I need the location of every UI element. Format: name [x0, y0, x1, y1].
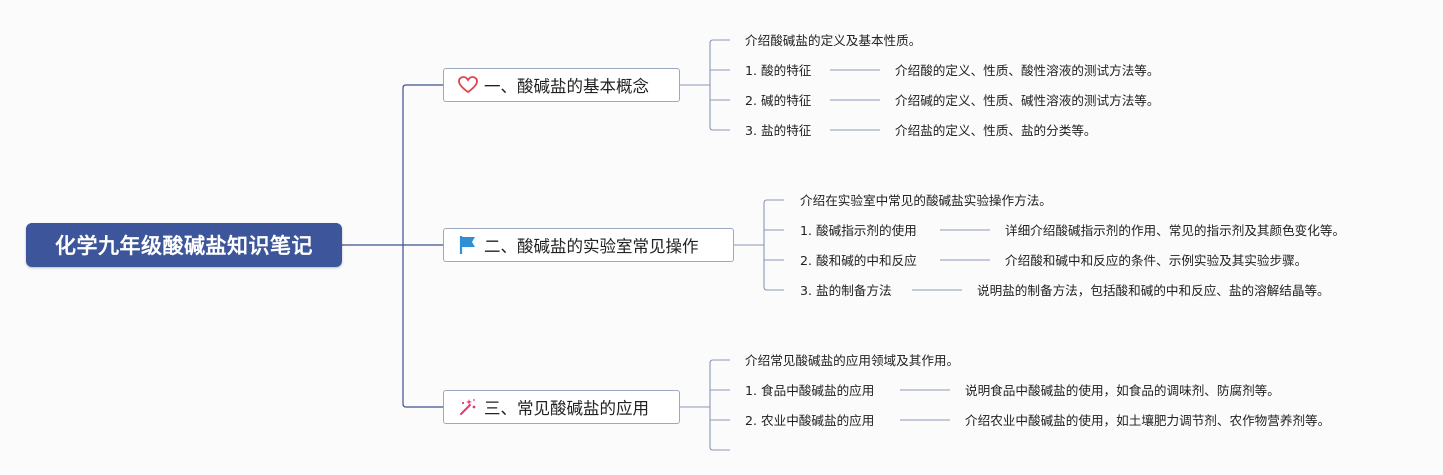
magic-wand-icon: [458, 397, 478, 417]
leaf-topic[interactable]: 1. 食品中酸碱盐的应用: [745, 383, 875, 398]
branch-lab-operations[interactable]: 二、酸碱盐的实验室常见操作: [443, 228, 734, 262]
leaf-description[interactable]: 说明食品中酸碱盐的使用，如食品的调味剂、防腐剂等。: [965, 383, 1280, 398]
root-title: 化学九年级酸碱盐知识笔记: [55, 234, 313, 258]
leaf-description[interactable]: 介绍碱的定义、性质、碱性溶液的测试方法等。: [895, 93, 1160, 108]
leaf-description[interactable]: 介绍酸的定义、性质、酸性溶液的测试方法等。: [895, 63, 1160, 78]
leaf-description[interactable]: 介绍酸和碱中和反应的条件、示例实验及其实验步骤。: [1005, 253, 1308, 268]
leaf-topic[interactable]: 3. 盐的特征: [745, 123, 812, 138]
leaf-topic[interactable]: 1. 酸碱指示剂的使用: [800, 223, 917, 238]
branch-applications[interactable]: 三、常见酸碱盐的应用: [443, 390, 680, 424]
branch-label: 二、酸碱盐的实验室常见操作: [484, 237, 699, 256]
leaf-intro[interactable]: 介绍在实验室中常见的酸碱盐实验操作方法。: [800, 193, 1052, 208]
branch-basic-concepts[interactable]: 一、酸碱盐的基本概念: [443, 68, 680, 102]
leaf-topic[interactable]: 2. 酸和碱的中和反应: [800, 253, 917, 268]
root-topic[interactable]: 化学九年级酸碱盐知识笔记: [26, 223, 342, 267]
leaf-description[interactable]: 详细介绍酸碱指示剂的作用、常见的指示剂及其颜色变化等。: [1005, 223, 1346, 238]
leaf-intro[interactable]: 介绍常见酸碱盐的应用领域及其作用。: [745, 353, 960, 368]
leaf-description[interactable]: 介绍农业中酸碱盐的使用，如土壤肥力调节剂、农作物营养剂等。: [965, 413, 1331, 428]
leaf-topic[interactable]: 2. 碱的特征: [745, 93, 812, 108]
branch-label: 一、酸碱盐的基本概念: [484, 77, 649, 96]
leaf-description[interactable]: 说明盐的制备方法，包括酸和碱的中和反应、盐的溶解结晶等。: [977, 283, 1330, 298]
leaf-topic[interactable]: 2. 农业中酸碱盐的应用: [745, 413, 875, 428]
root-bracket: [402, 84, 443, 408]
branch-label: 三、常见酸碱盐的应用: [484, 399, 649, 418]
flag-icon: [458, 235, 478, 255]
heart-icon: [458, 76, 478, 94]
leaf-intro[interactable]: 介绍酸碱盐的定义及基本性质。: [745, 33, 922, 48]
leaf-topic[interactable]: 3. 盐的制备方法: [800, 283, 892, 298]
leaf-description[interactable]: 介绍盐的定义、性质、盐的分类等。: [895, 123, 1097, 138]
leaf-topic[interactable]: 1. 酸的特征: [745, 63, 812, 78]
